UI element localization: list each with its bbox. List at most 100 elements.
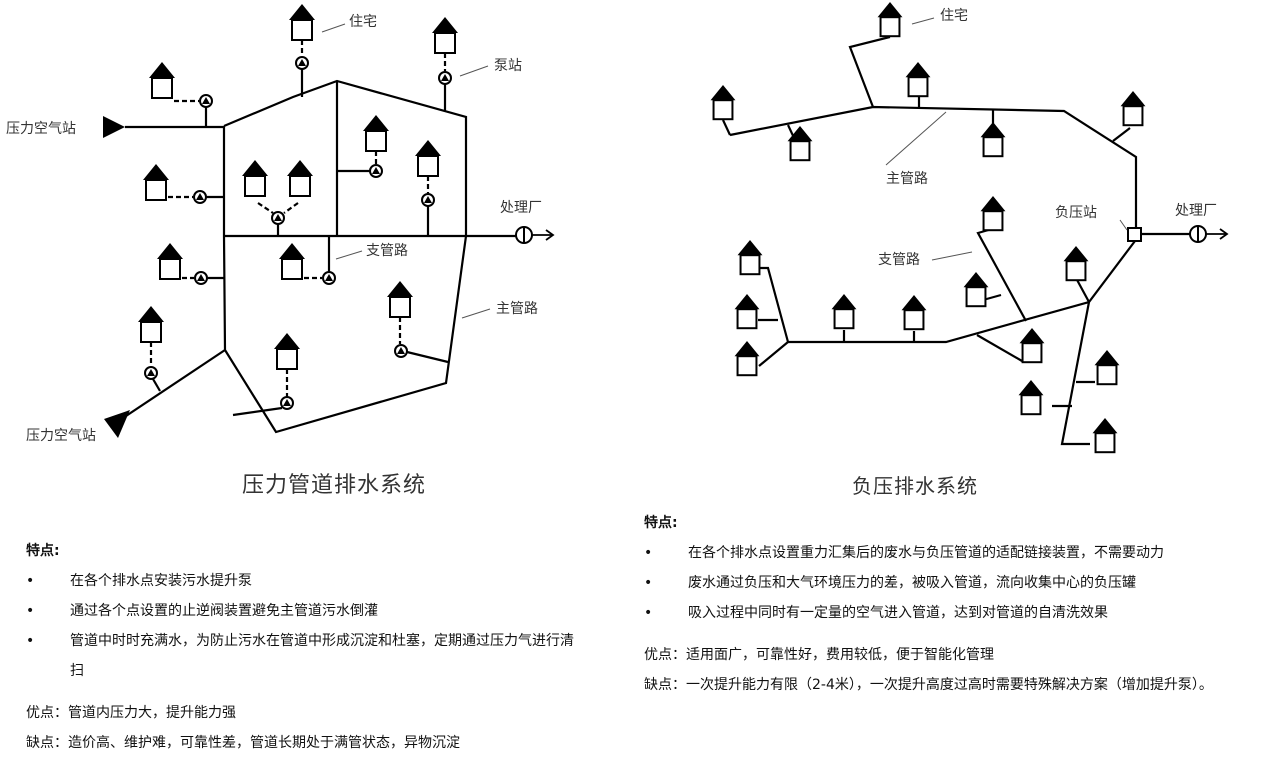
house-icon <box>831 294 857 330</box>
house-icon <box>734 341 760 377</box>
house-body <box>739 254 761 276</box>
pump-triangle <box>147 369 155 376</box>
feature-item: • 管道中时时充满水，为防止污水在管道中形成沉淀和杜塞，定期通过压力气进行清扫 <box>26 626 586 686</box>
pump-triangle <box>298 59 306 66</box>
feature-text: 吸入过程中同时有一定量的空气进入管道，达到对管道的自清洗效果 <box>688 605 1108 621</box>
roof-shape <box>143 164 169 180</box>
roof-shape <box>980 122 1006 138</box>
house-icon <box>1063 246 1089 282</box>
roof-shape <box>787 126 813 142</box>
roof-shape <box>737 240 763 256</box>
feature-text: 废水通过负压和大气环境压力的差，被吸入管道，流向收集中心的负压罐 <box>688 575 1136 591</box>
house-body <box>244 175 266 197</box>
bullet-icon: • <box>644 575 653 591</box>
pump-triangle <box>441 74 449 81</box>
residence-label: 住宅 <box>349 14 377 30</box>
roof-shape <box>363 115 389 131</box>
main-pipe-lower <box>1060 301 1091 446</box>
roof-shape <box>734 341 760 357</box>
pros-text: 优点：管道内压力大，提升能力强 <box>26 705 236 721</box>
house-body <box>1096 364 1118 386</box>
main-pipe-upper <box>729 105 1138 228</box>
pump-triangle <box>202 97 210 104</box>
arrow-icon <box>545 229 555 241</box>
branch-pipe <box>232 406 283 417</box>
main-pipe-upper <box>848 35 891 108</box>
house-body <box>1020 394 1042 416</box>
leader-line <box>885 111 947 166</box>
roof-shape <box>901 295 927 311</box>
air-station-label: 压力空气站 <box>6 121 76 137</box>
house-icon <box>432 17 458 54</box>
bullet-icon: • <box>644 605 653 621</box>
house-body <box>151 77 173 99</box>
house-link <box>1075 277 1090 303</box>
bullet-icon: • <box>644 545 653 561</box>
leader-line <box>1119 219 1128 231</box>
air-station-icon <box>103 116 125 138</box>
roof-shape <box>279 243 305 259</box>
house-icon <box>1120 91 1146 127</box>
house-body <box>145 179 167 201</box>
leader-line <box>335 250 363 260</box>
feature-item: • 通过各个点设置的止逆阀装置避免主管道污水倒灌 <box>26 596 586 626</box>
pump-triangle <box>424 196 432 203</box>
house-body <box>1021 342 1043 364</box>
house-body <box>1122 105 1144 127</box>
roof-shape <box>877 2 903 18</box>
pros-text: 优点：适用面广，可靠性好，费用较低，便于智能化管理 <box>644 647 994 663</box>
pump-triangle <box>274 214 282 221</box>
air-station-icon <box>104 410 130 438</box>
roof-shape <box>1094 350 1120 366</box>
main-pipe-lower <box>788 240 1136 344</box>
house-icon <box>242 160 268 197</box>
pump-triangle <box>197 274 205 281</box>
leader-line <box>461 308 491 319</box>
house-icon <box>877 2 903 38</box>
house-icon <box>963 272 989 308</box>
house-icon <box>905 62 931 98</box>
pump-triangle <box>325 274 333 281</box>
house-body <box>140 321 162 343</box>
pump-icon <box>194 271 208 285</box>
house-body <box>1094 432 1116 454</box>
house-body <box>879 16 901 38</box>
leader-line <box>931 251 973 261</box>
vacuum-system-description: 特点: • 在各个排水点设置重力汇集后的废水与负压管道的适配链接装置，不需要动力… <box>644 508 1264 700</box>
roof-shape <box>415 140 441 156</box>
main-pipe-label: 主管路 <box>886 171 928 187</box>
house-icon <box>289 4 315 41</box>
pump-icon <box>322 271 336 285</box>
house-icon <box>1018 380 1044 416</box>
house-icon <box>737 240 763 276</box>
branch-pipe <box>755 266 790 343</box>
house-icon <box>274 333 300 370</box>
house-icon <box>1092 418 1118 454</box>
house-body <box>276 348 298 370</box>
roof-shape <box>963 272 989 288</box>
house-body <box>833 308 855 330</box>
vacuum-station-icon <box>1127 227 1142 242</box>
roof-shape <box>274 333 300 349</box>
pump-icon <box>193 190 207 204</box>
roof-shape <box>1018 380 1044 396</box>
pump-icon <box>144 366 158 380</box>
features-heading: 特点: <box>644 515 678 531</box>
house-body <box>789 140 811 162</box>
house-body <box>291 19 313 41</box>
house-body <box>736 308 758 330</box>
air-station-label: 压力空气站 <box>26 428 96 444</box>
feature-item: • 吸入过程中同时有一定量的空气进入管道，达到对管道的自清洗效果 <box>644 598 1264 628</box>
roof-shape <box>1092 418 1118 434</box>
branch-pipe <box>976 334 1023 362</box>
house-icon <box>787 126 813 162</box>
house-icon <box>279 243 305 280</box>
house-body <box>982 210 1004 232</box>
pressure-system-title: 压力管道排水系统 <box>242 473 427 498</box>
leader-line <box>459 65 489 77</box>
pump-icon <box>438 71 452 85</box>
bullet-icon: • <box>26 603 35 619</box>
house-body <box>281 258 303 280</box>
feature-item: • 在各个排水点安装污水提升泵 <box>26 566 586 596</box>
